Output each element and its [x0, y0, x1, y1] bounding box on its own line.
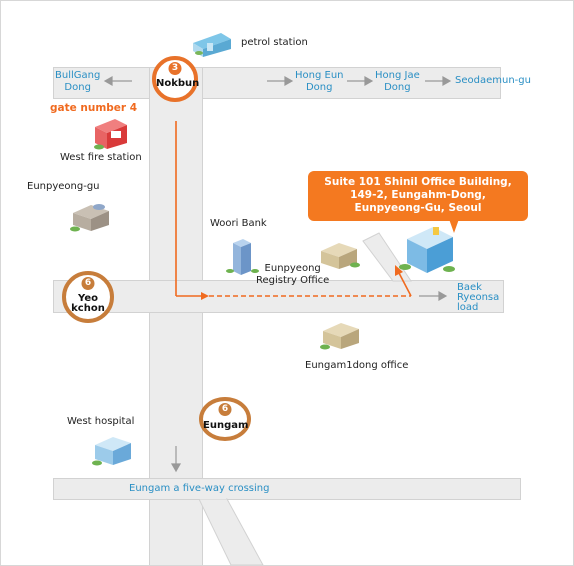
eungam1dong-office-label: Eungam1dong office: [305, 360, 409, 371]
eungam-crossing-label: Eungam a five-way crossing: [129, 483, 270, 494]
eunpyeong-gu-label: Eunpyeong-gu: [27, 181, 100, 192]
yeokchon-station: 6 Yeo kchon: [62, 271, 114, 323]
destination-callout-tail: [449, 219, 459, 233]
direction-arrows: [103, 75, 452, 473]
yeokchon-station-name: Yeo kchon: [71, 293, 105, 314]
hong-jae-dong-label: Hong Jae Dong: [375, 70, 420, 93]
west-hospital-label: West hospital: [67, 416, 135, 427]
nokbun-station: 3 Nokbun: [152, 56, 200, 102]
line-6-badge: 6: [81, 277, 95, 290]
registry-office-label: Eunpyeong Registry Office: [256, 263, 330, 286]
destination-building-icon: [397, 223, 459, 275]
gate-number-label: gate number 4: [50, 102, 138, 114]
line-6-badge: 6: [218, 403, 232, 416]
petrol-station-label: petrol station: [241, 37, 308, 48]
district-office-icon: [69, 201, 113, 233]
road-diagonal-south: [198, 498, 264, 565]
baek-ryeonsa-road-label: Baek Ryeonsa load: [457, 282, 500, 313]
eungam-station: 6 Eungam: [199, 397, 251, 441]
route-arrow-destination: [395, 265, 403, 276]
bullgang-dong-label: BullGang Dong: [55, 70, 101, 93]
community-office-icon: [319, 319, 363, 351]
route-arrow-head: [201, 292, 209, 300]
eungam-station-name: Eungam: [203, 420, 249, 431]
woori-bank-label: Woori Bank: [210, 218, 267, 229]
seodaemun-gu-label: Seodaemun-gu: [455, 75, 531, 86]
hospital-icon: [91, 433, 135, 467]
woori-bank-icon: [225, 237, 259, 275]
west-fire-station-label: West fire station: [60, 152, 142, 163]
route-line: [175, 121, 412, 297]
petrol-station-icon: [191, 31, 233, 57]
nokbun-station-name: Nokbun: [156, 78, 200, 89]
hong-eun-dong-label: Hong Eun Dong: [295, 70, 344, 93]
fire-station-icon: [91, 117, 131, 151]
road-top-horizontal: [53, 67, 501, 99]
destination-callout: Suite 101 Shinil Office Building, 149-2,…: [308, 171, 528, 221]
registry-office-icon: [317, 239, 361, 271]
line-3-badge: 3: [168, 62, 182, 75]
